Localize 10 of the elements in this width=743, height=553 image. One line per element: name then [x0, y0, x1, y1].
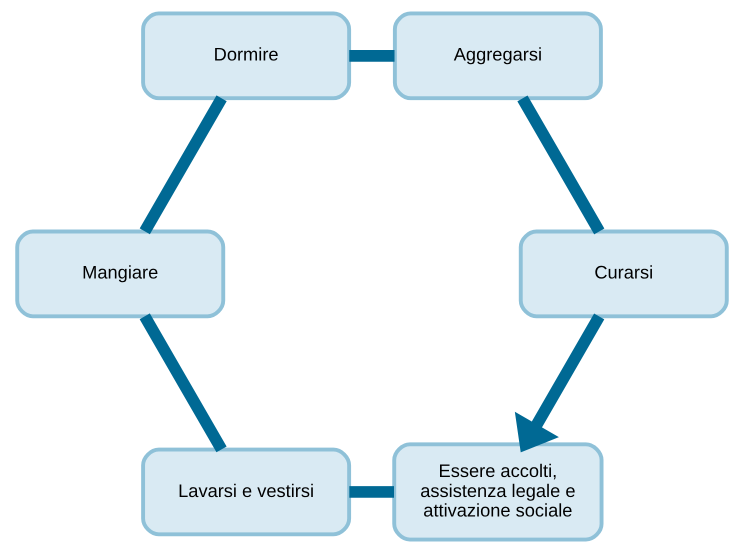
- connector: [139, 313, 226, 452]
- node-box: Curarsi: [518, 230, 728, 318]
- node-box: Essere accolti, assistenza legale e attivazione sociale: [392, 442, 603, 542]
- node-box: Mangiare: [14, 230, 225, 318]
- node-box: Dormire: [140, 12, 351, 100]
- connector: [516, 95, 604, 234]
- node-box: Lavarsi e vestirsi: [140, 448, 351, 536]
- connector: [139, 95, 226, 234]
- arrow: [514, 314, 604, 452]
- node-box: Aggregarsi: [392, 12, 602, 100]
